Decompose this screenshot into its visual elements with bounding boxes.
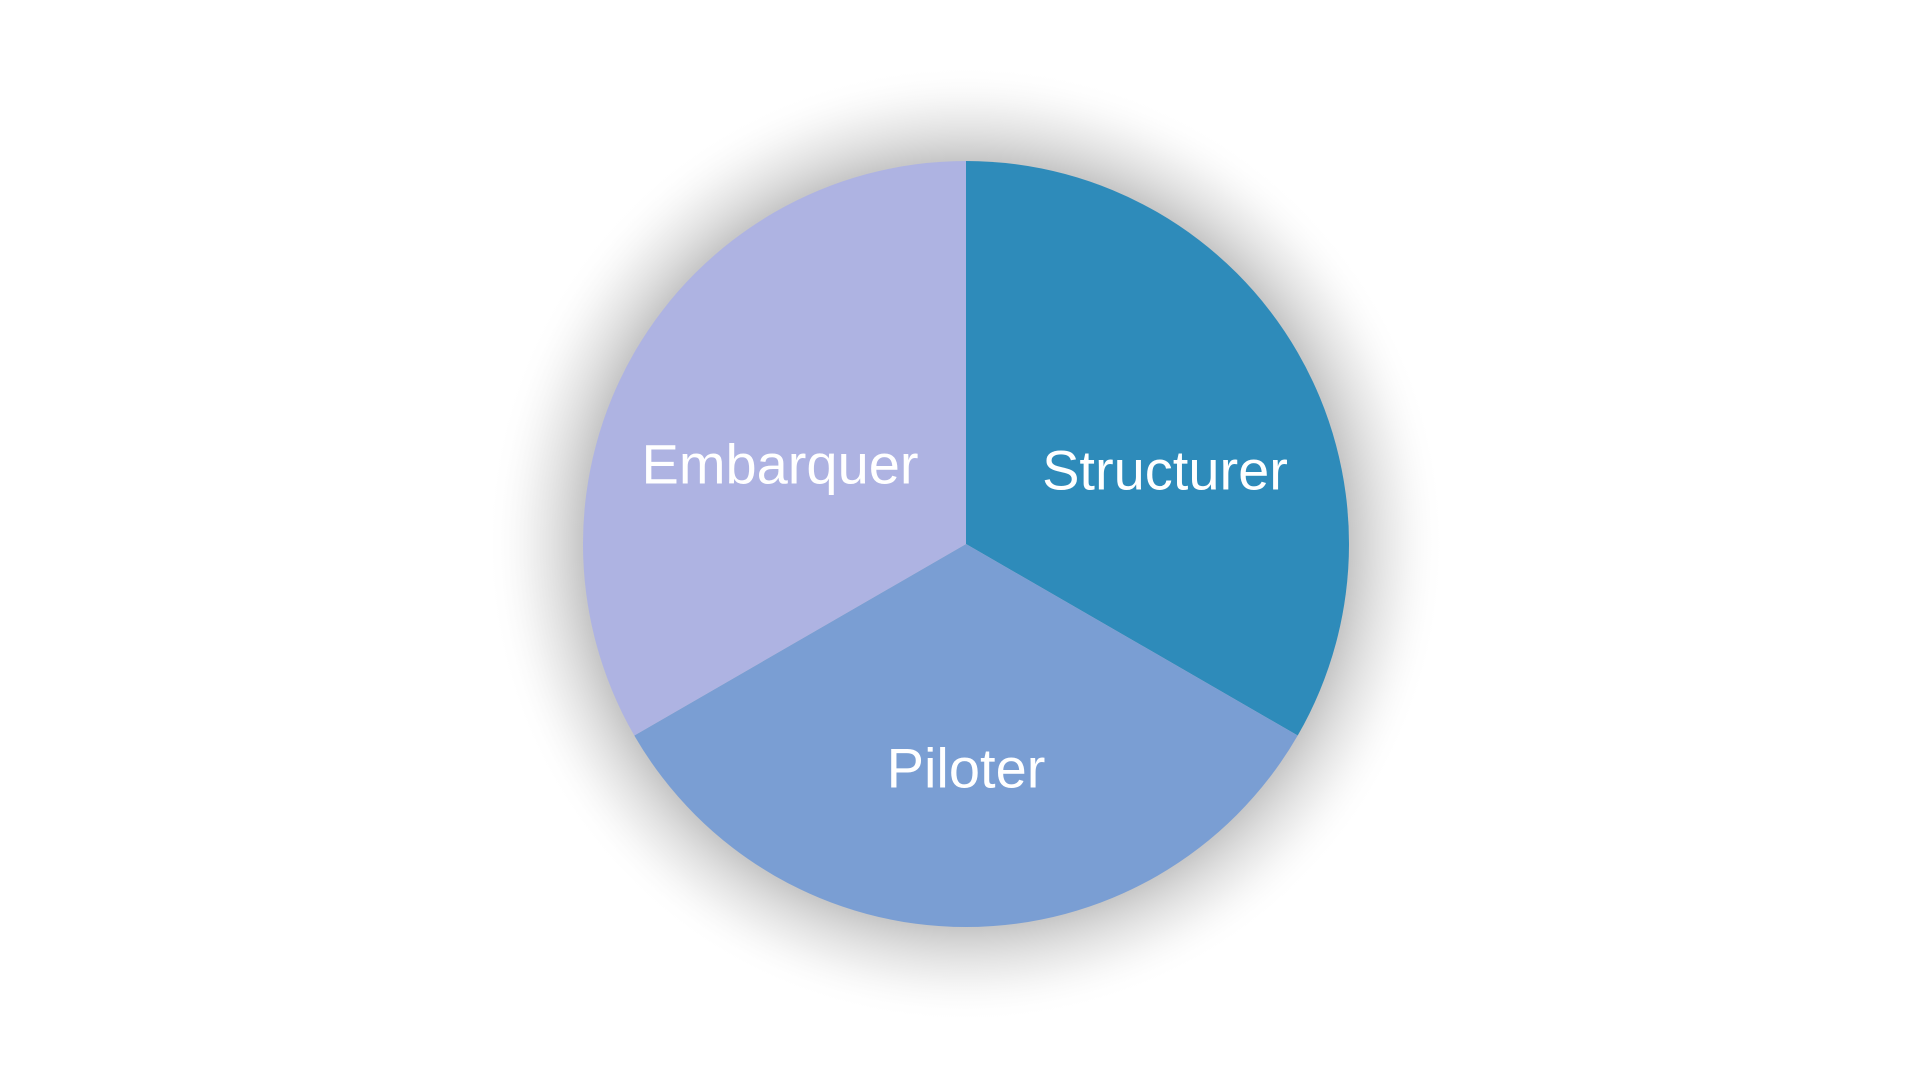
label-piloter: Piloter [887, 737, 1046, 800]
segment-structurer [966, 161, 1350, 736]
label-embarquer: Embarquer [641, 433, 918, 496]
label-structurer: Structurer [1042, 439, 1288, 502]
segment-piloter [634, 544, 1298, 928]
segment-embarquer [582, 161, 966, 736]
